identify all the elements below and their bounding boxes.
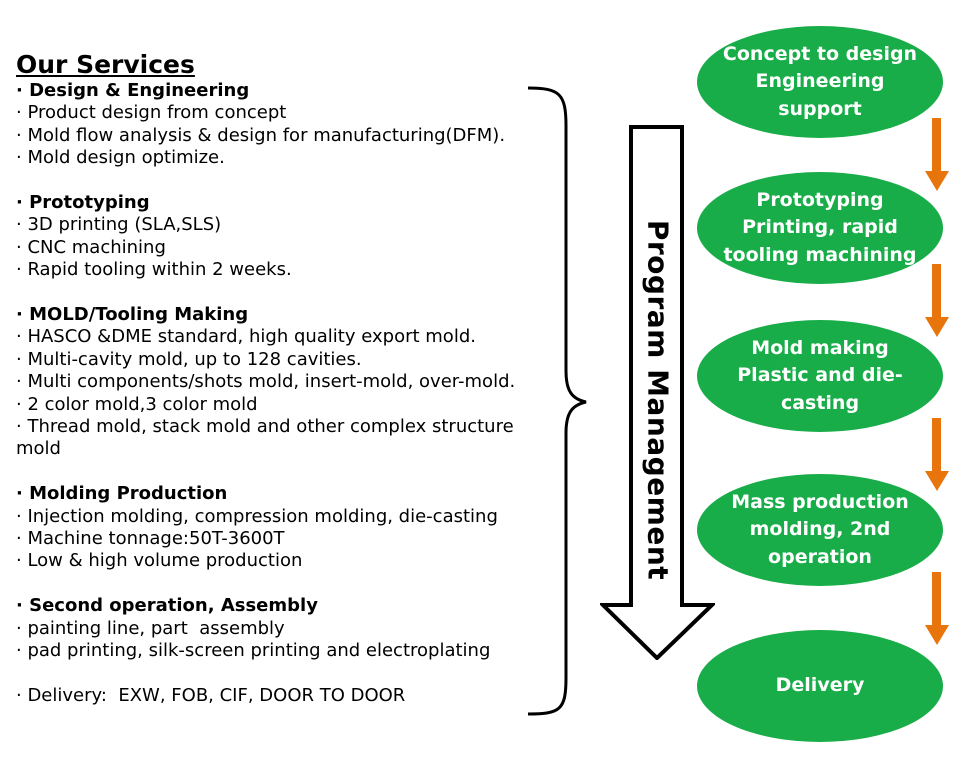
group-heading-prototyping: · Prototyping	[16, 192, 150, 214]
services-panel: Our Services · Design & Engineering · Pr…	[16, 50, 576, 707]
stage-prototyping: Prototyping Printing, rapid tooling mach…	[697, 172, 943, 284]
stage-concept: Concept to design Engineering support	[697, 26, 943, 138]
group-heading-molding: · Molding Production	[16, 483, 228, 505]
service-item: · HASCO &DME standard, high quality expo…	[16, 326, 476, 348]
service-item: · Multi-cavity mold, up to 128 cavities.	[16, 348, 362, 370]
service-item: · Mold flow analysis & design for manufa…	[16, 124, 506, 146]
service-item: · painting line, part assembly	[16, 617, 285, 639]
stage-mass-production: Mass production molding, 2nd operation	[697, 474, 943, 586]
service-item: · 3D printing (SLA,SLS)	[16, 214, 222, 236]
delivery-terms: · Delivery: EXW, FOB, CIF, DOOR TO DOOR	[16, 684, 406, 706]
group-heading-design: · Design & Engineering	[16, 80, 250, 101]
flow-arrow-2	[925, 264, 949, 337]
service-item: · pad printing, silk-screen printing and…	[16, 640, 491, 662]
service-item: · CNC machining	[16, 236, 166, 258]
program-management-arrow	[600, 125, 715, 660]
stage-delivery: Delivery	[697, 630, 943, 742]
service-item: · Thread mold, stack mold and other comp…	[16, 416, 514, 460]
service-item: · Low & high volume production	[16, 550, 303, 572]
service-item: · Mold design optimize.	[16, 147, 225, 169]
stage-mold-making: Mold making Plastic and die- casting	[697, 320, 943, 432]
group-heading-assembly: · Second operation, Assembly	[16, 595, 318, 617]
flow-arrow-3	[925, 418, 949, 491]
service-item: · 2 color mold,3 color mold	[16, 393, 258, 415]
curly-brace	[527, 86, 587, 716]
service-item: · Rapid tooling within 2 weeks.	[16, 259, 292, 281]
group-heading-mold: · MOLD/Tooling Making	[16, 304, 249, 326]
service-item: · Multi components/shots mold, insert-mo…	[16, 371, 516, 393]
services-title: Our Services	[16, 50, 195, 79]
flow-arrow-4	[925, 572, 949, 645]
service-item: · Injection molding, compression molding…	[16, 505, 498, 527]
service-item: · Machine tonnage:50T-3600T	[16, 528, 285, 550]
program-management-label: Program Management	[641, 219, 675, 581]
service-item: · Product design from concept	[16, 102, 287, 124]
flow-arrow-1	[925, 118, 949, 191]
